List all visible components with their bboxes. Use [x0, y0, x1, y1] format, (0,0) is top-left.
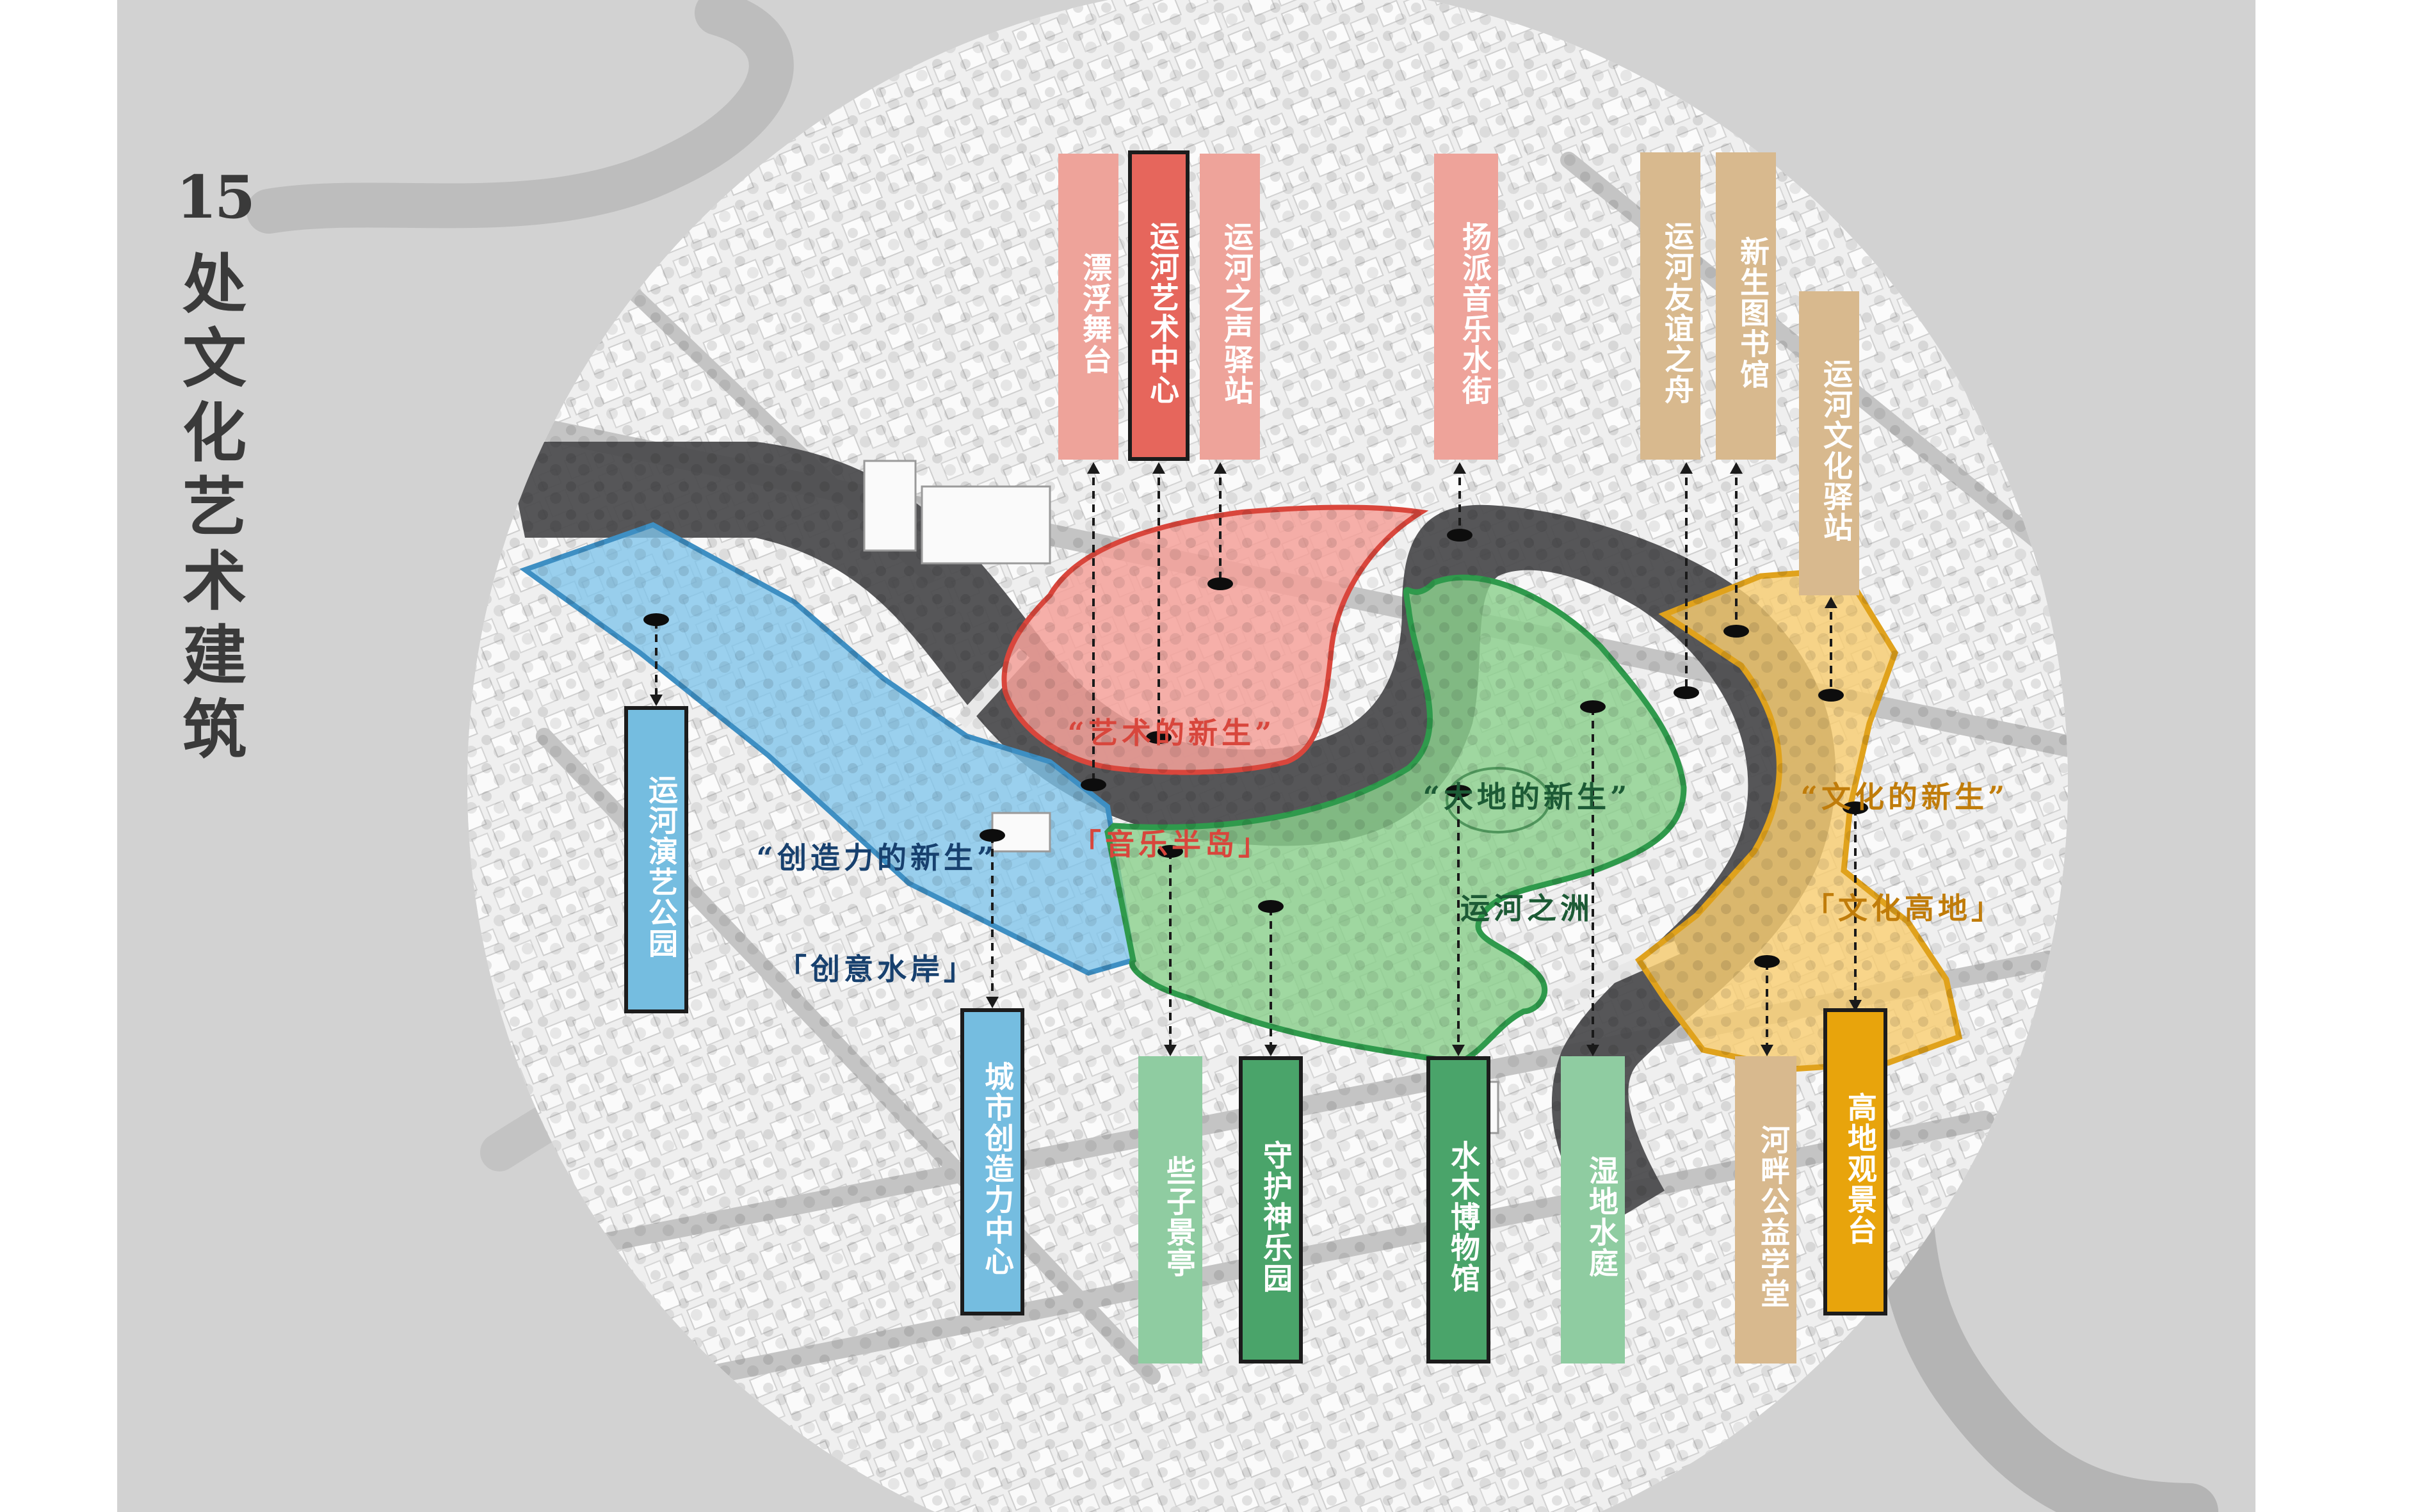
zone-title-line2: 运河之洲	[1460, 891, 1593, 926]
ring-feature	[1446, 767, 1551, 833]
title-text: 处文化艺术建筑	[182, 246, 246, 768]
zone-title-line2: 「文化高地」	[1805, 891, 2005, 926]
landmark-buildings	[863, 460, 1499, 1134]
label-new-library: 新生图书馆	[1716, 152, 1776, 460]
label-performance-park: 运河演艺公园	[624, 706, 688, 1013]
zone-title-music-peninsula: “艺术的新生” 「音乐半岛」	[1021, 640, 1322, 937]
connector-markers	[643, 529, 1868, 968]
label-floating-stage: 漂浮舞台	[1058, 154, 1118, 460]
label-friendship-boat: 运河友谊之舟	[1640, 152, 1700, 460]
label-creativity-center: 城市创造力中心	[960, 1008, 1024, 1315]
zone-title-line1: “创造力的新生”	[756, 840, 998, 875]
zone-title-line1: “艺术的新生”	[1067, 716, 1276, 750]
connectors	[655, 464, 1857, 1053]
zone-title-line2: 「创意水岸」	[777, 952, 977, 986]
label-water-wood-museum: 水木博物馆	[1426, 1056, 1490, 1363]
connector-arrows	[650, 462, 1862, 1056]
zone-title-canal-isle: “大地的新生” 运河之洲	[1376, 704, 1677, 1001]
zone-title-line1: “大地的新生”	[1423, 780, 1631, 814]
label-xiezi-pavilion: 些子景亭	[1138, 1056, 1202, 1363]
label-culture-station: 运河文化驿站	[1799, 291, 1859, 595]
title-number: 15	[175, 163, 255, 232]
zone-title-line2: 「音乐半岛」	[1072, 827, 1271, 862]
zone-title-line1: “文化的新生”	[1800, 780, 2009, 814]
zone-title-creative-shore: “创造力的新生” 「创意水岸」	[698, 765, 1056, 1062]
label-guardian-park: 守护神乐园	[1239, 1056, 1303, 1363]
label-wetland-court: 湿地水庭	[1561, 1056, 1625, 1363]
label-highland-observatory: 高地观景台	[1823, 1008, 1887, 1315]
label-riverside-school: 河畔公益学堂	[1735, 1056, 1796, 1363]
page-title: 15 处文化艺术建筑	[173, 160, 256, 767]
label-yang-music-street: 扬派音乐水街	[1434, 154, 1498, 460]
zone-title-culture-highland: “文化的新生” 「文化高地」	[1754, 704, 2055, 1001]
label-canal-sound-station: 运河之声驿站	[1200, 154, 1260, 460]
label-canal-art-center: 运河艺术中心	[1128, 150, 1190, 461]
